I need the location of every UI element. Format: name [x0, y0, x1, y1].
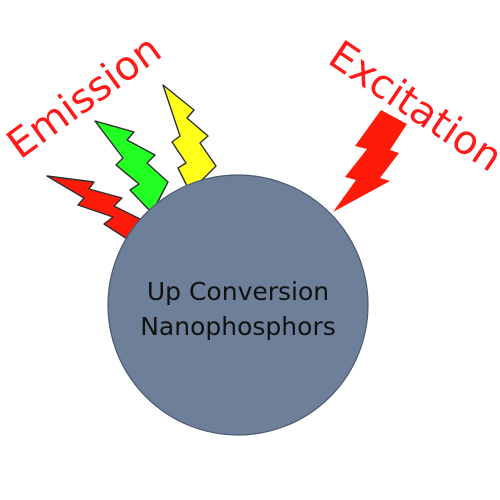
- emission-bolt-red: [46, 175, 143, 245]
- particle-label-line1: Up Conversion: [147, 277, 329, 306]
- excitation-bolt: [333, 110, 407, 212]
- emission-label: Emission: [0, 26, 170, 168]
- excitation-label: Excitation: [320, 32, 500, 181]
- nanophosphor-particle: [107, 174, 369, 436]
- emission-bolt-yellow: [162, 84, 217, 193]
- particle-label-line2: Nanophosphors: [140, 312, 336, 341]
- emission-bolt-green: [94, 120, 169, 214]
